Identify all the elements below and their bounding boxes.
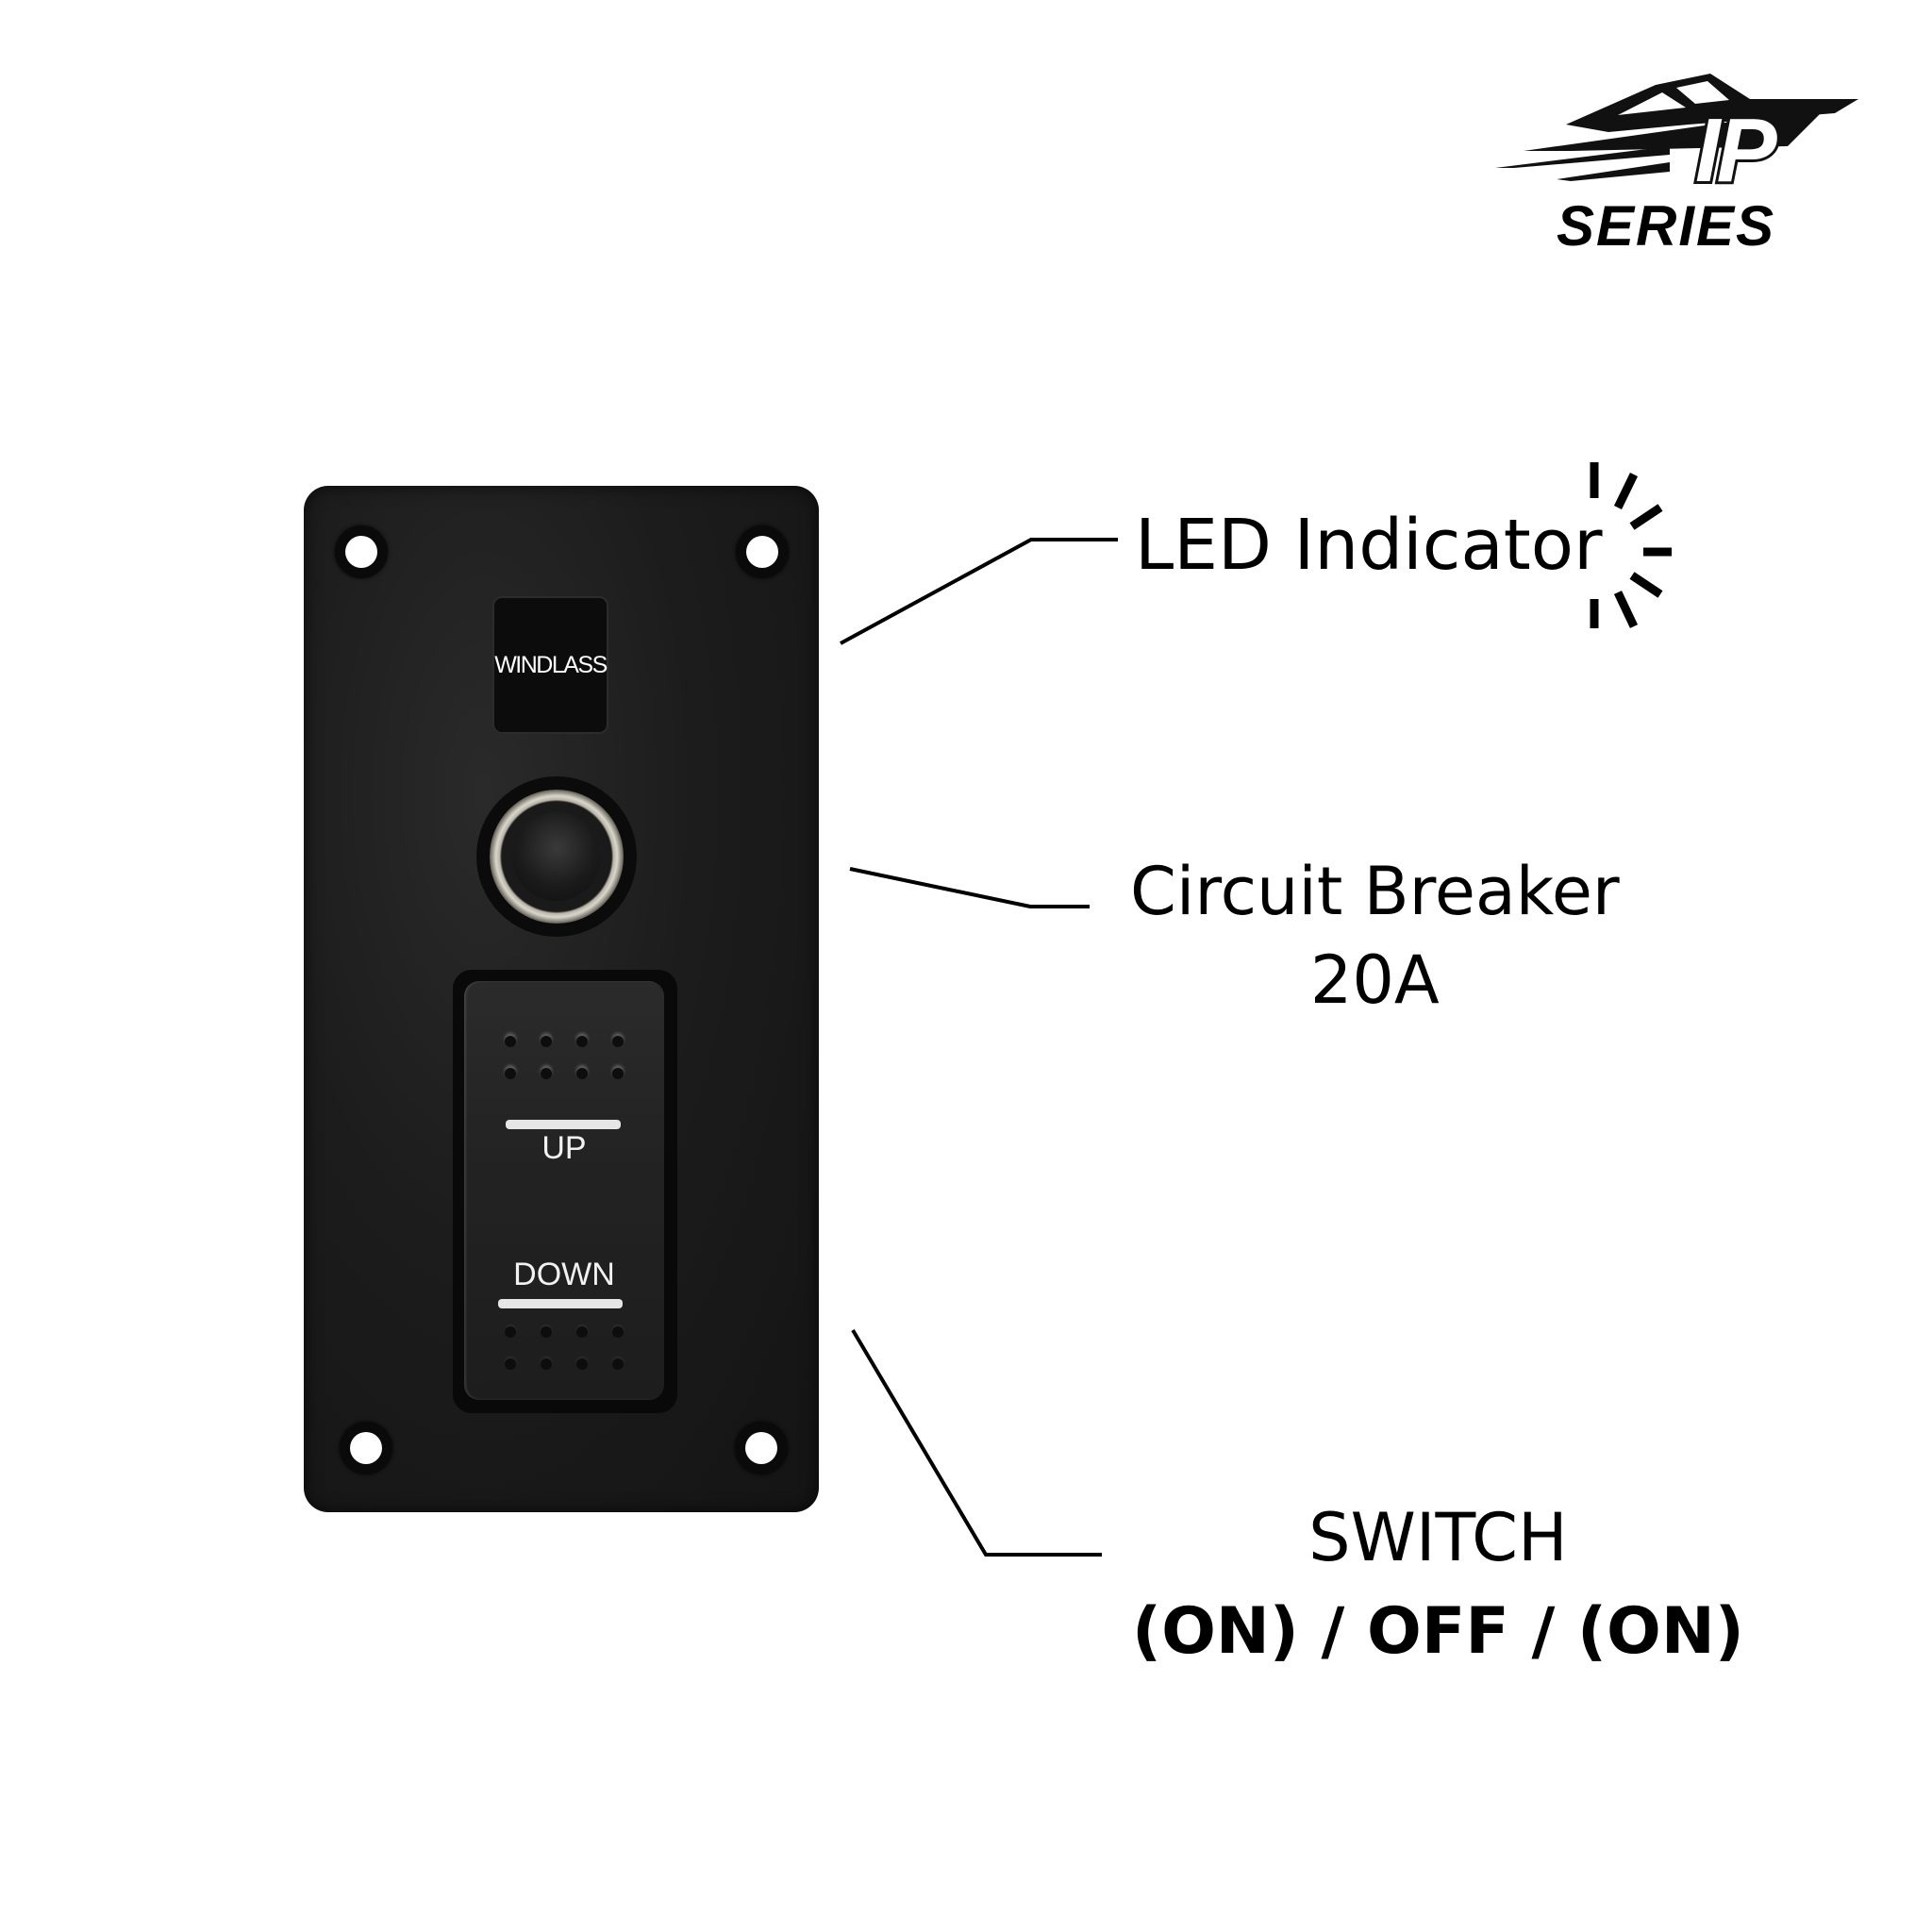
led-indicator-label-plate: WINDLASS [492, 596, 608, 734]
logo-text: SERIES [1557, 194, 1776, 258]
switch-panel: WINDLASS UP DOWN [304, 486, 819, 1512]
led-leader-line [840, 538, 1118, 645]
mounting-hole-bottom-right [735, 1422, 788, 1474]
switch-title: SWITCH [1308, 1499, 1568, 1576]
rocker-up-label: UP [541, 1130, 587, 1166]
led-glow-icon [1590, 462, 1672, 628]
led-indicator-callout: LED Indicator [1135, 505, 1603, 586]
rocker-switch-bezel: UP DOWN [453, 970, 677, 1413]
logo-mark: IP [1692, 100, 1780, 201]
up-indicator-bar [506, 1120, 621, 1129]
mounting-hole-bottom-left [340, 1422, 392, 1474]
speedboat-icon [1495, 74, 1858, 181]
down-indicator-bar [498, 1299, 623, 1308]
led-dots-bottom [492, 1326, 636, 1370]
circuit-breaker-title: Circuit Breaker [1130, 853, 1620, 930]
circuit-breaker-callout: Circuit Breaker 20A [1130, 847, 1620, 1024]
rocker-down-label: DOWN [513, 1257, 615, 1292]
rocker-switch[interactable]: UP DOWN [464, 981, 664, 1400]
circuit-breaker-rating: 20A [1309, 941, 1440, 1019]
led-dots-top [492, 1036, 636, 1079]
brand-logo: IP SERIES [1476, 57, 1873, 259]
label-plate-text: WINDLASS [494, 651, 608, 678]
mounting-hole-top-right [736, 525, 789, 578]
mounting-hole-top-left [335, 525, 388, 578]
breaker-reset-button[interactable] [512, 812, 601, 901]
circuit-breaker[interactable] [476, 776, 637, 937]
switch-callout: SWITCH (ON) / OFF / (ON) [1132, 1491, 1744, 1679]
switch-modes: (ON) / OFF / (ON) [1132, 1594, 1744, 1669]
switch-leader-line [851, 1328, 1102, 1557]
breaker-leader-line [849, 867, 1090, 908]
